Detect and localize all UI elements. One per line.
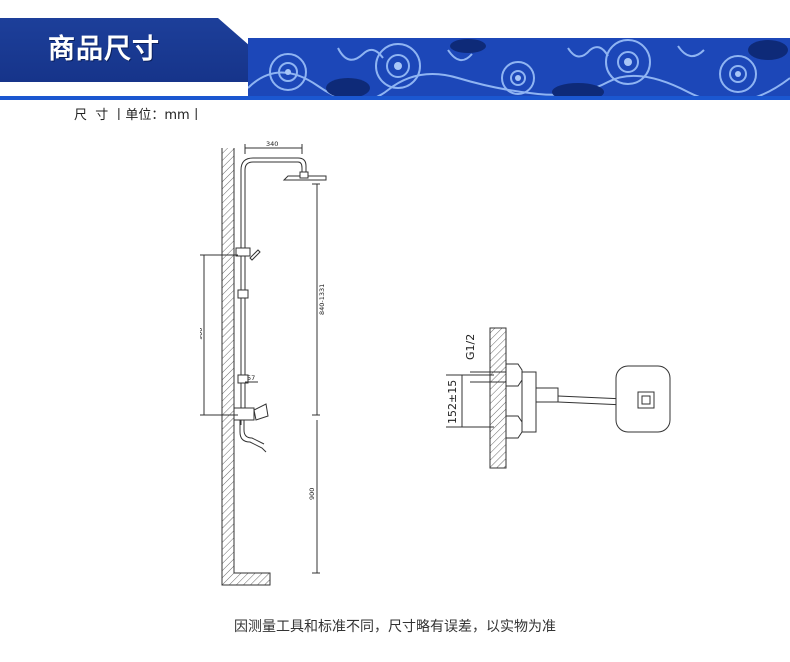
- mixer-body: [233, 407, 255, 421]
- dim-thread: G1/2: [464, 334, 477, 360]
- dim-riser-height: 840-1331: [318, 284, 326, 315]
- floral-pattern: [248, 38, 790, 100]
- dimension-caption: 尺 寸 丨单位：mm丨: [74, 108, 203, 123]
- dim-offset: 57: [247, 374, 255, 382]
- wall-outline: [221, 148, 271, 586]
- header-banner: 商品尺寸: [0, 18, 790, 100]
- tub-spout: [239, 420, 267, 453]
- shower-column-drawing: 340 840-1331 900 57 900: [200, 140, 327, 586]
- dim-floor-height: 900: [308, 488, 316, 500]
- header-underline: [0, 96, 790, 100]
- dim-slide-bar: 900: [200, 328, 204, 340]
- page-title: 商品尺寸: [48, 34, 160, 65]
- measurement-disclaimer: 因测量工具和标准不同，尺寸略有误差，以实物为准: [234, 619, 556, 635]
- title-panel: [0, 18, 250, 82]
- dim-spacing: 152±15: [446, 380, 459, 424]
- mixer-detail-drawing: G1/2 152±15: [446, 327, 671, 469]
- wall-section: [489, 327, 507, 469]
- hand-shower: [249, 249, 261, 261]
- dim-top-width: 340: [266, 140, 278, 148]
